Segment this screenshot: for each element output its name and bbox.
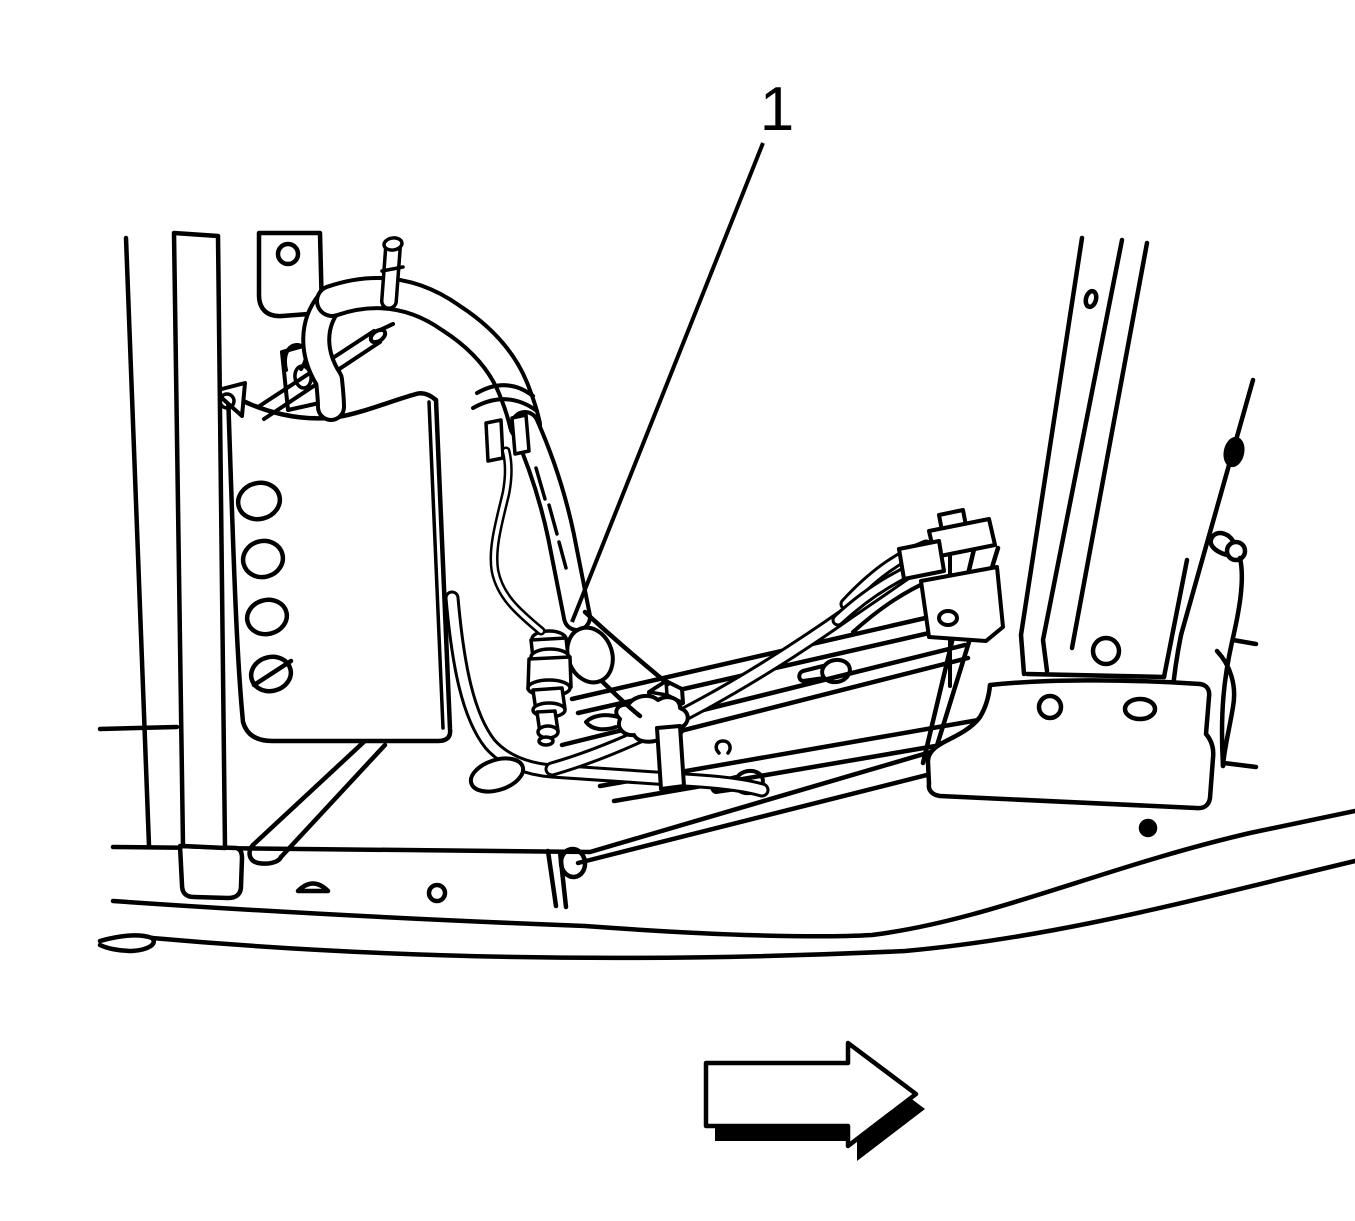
bracket-plate (919, 565, 1005, 643)
connector-left (897, 539, 946, 581)
pipe-pad (468, 756, 526, 794)
rocker-curl-upper (97, 933, 155, 944)
bellows-ribs (534, 466, 568, 570)
shield-louver-holes (235, 480, 294, 694)
pillar-small-hole (1083, 288, 1099, 310)
l-pipe (447, 593, 767, 795)
flex-section (514, 414, 588, 628)
clamp-tab-2 (510, 413, 531, 456)
small-clip (714, 739, 732, 755)
callout-leader-line (570, 142, 765, 623)
edge-blob (1223, 436, 1245, 468)
callout-1: 1 (570, 75, 794, 623)
pipe-u-bend (305, 292, 342, 418)
plate-outline (925, 678, 1216, 811)
hole-slash (251, 658, 294, 688)
pillar-bottom-edge (1024, 671, 1167, 680)
plate-hole-oval (1122, 696, 1158, 722)
grommet-ring (1224, 539, 1248, 563)
hanger-pin-cap (382, 236, 404, 252)
frame-rails (97, 235, 1355, 961)
flange-flare (1214, 648, 1237, 769)
crossmember-edge-6 (611, 733, 997, 804)
sensor-wire (492, 449, 543, 633)
callout-label: 1 (760, 75, 794, 144)
rocker-lower-edge (110, 808, 1355, 939)
edge-ticks (1221, 637, 1259, 770)
keyhole-slot-upper (797, 657, 852, 685)
pillar-line-3 (1069, 240, 1150, 651)
hanger-pin-band (380, 265, 405, 273)
exhaust-hanger (584, 679, 690, 791)
diagonal-brace (250, 736, 388, 860)
post-body (171, 230, 228, 851)
sensor-harness (489, 446, 546, 636)
connector-bracket (897, 508, 1005, 688)
rocker-bottom-edge (149, 858, 1355, 961)
left-ledge-line (97, 724, 180, 732)
pillar-line-1 (1018, 235, 1085, 677)
flange-curve (1219, 555, 1245, 769)
rail-oval-hole (558, 846, 588, 880)
pillar-round-hole (1090, 635, 1122, 667)
hanger-strap (655, 724, 686, 791)
isolator-arm (584, 713, 620, 732)
pillar-right-edge (1161, 557, 1190, 680)
plate-hole-round (1036, 693, 1064, 721)
post-foot (177, 843, 245, 901)
clamp-tab-1 (484, 418, 505, 463)
rocker-curl-lower (97, 935, 156, 954)
heat-shield (212, 322, 453, 744)
arrow-right-icon (703, 1040, 919, 1149)
rail-bump-hole (295, 881, 331, 894)
left-frame-line (123, 235, 152, 849)
hanger-pin (383, 241, 399, 307)
bracket-hole (937, 609, 959, 627)
rail-round-hole (426, 882, 448, 904)
splash-shield-plate (925, 678, 1216, 811)
upper-bracket-hole (275, 241, 301, 267)
left-post (171, 230, 245, 901)
oxygen-sensor (526, 625, 615, 747)
exhaust-pipe (301, 236, 671, 719)
sensor-nub (537, 735, 555, 747)
direction-arrow (703, 1040, 925, 1161)
pipe-clamp-band (471, 383, 539, 413)
grommet-hook (1208, 530, 1236, 558)
shield-hem-line (427, 400, 445, 730)
plug-dot (1138, 818, 1158, 838)
pillar-line-2 (1040, 237, 1125, 674)
brace-end-cap (247, 842, 284, 866)
crossmember-edge-1 (569, 608, 959, 702)
